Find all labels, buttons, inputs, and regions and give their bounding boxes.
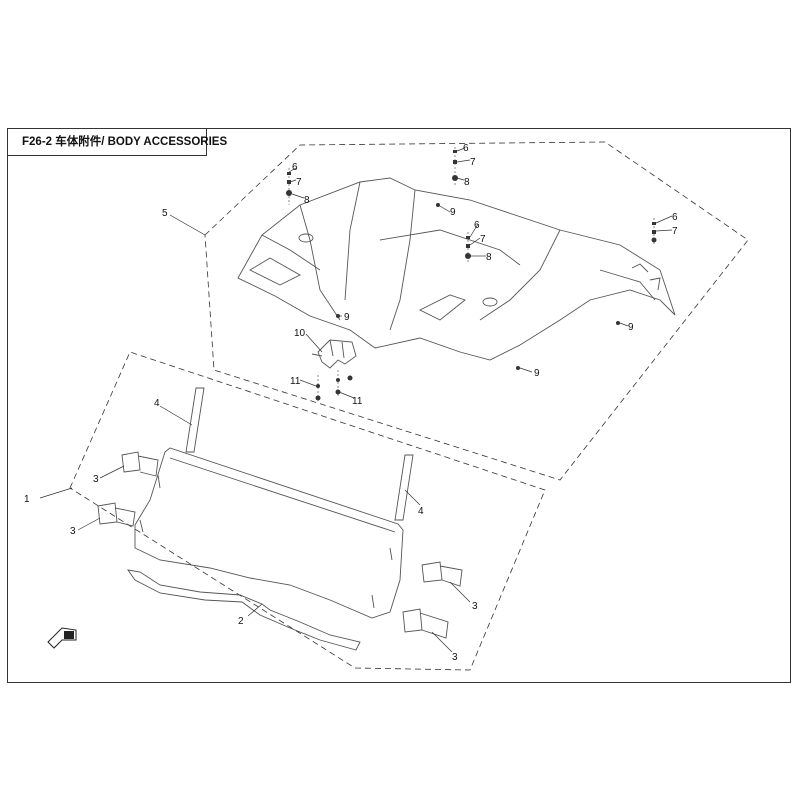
windshield-clamps <box>97 451 463 639</box>
lower-seal-strip <box>127 569 361 651</box>
callout-6-d: 6 <box>672 212 678 223</box>
front-direction-icon <box>47 627 77 649</box>
callout-8-b: 8 <box>464 177 470 188</box>
callout-7-b: 7 <box>470 157 476 168</box>
callout-9-a: 9 <box>450 207 456 218</box>
fastener-axis-lines <box>288 147 655 402</box>
diagram-title: F26-2 车体附件/ BODY ACCESSORIES <box>7 128 227 156</box>
callout-3-lower-left: 3 <box>70 526 76 537</box>
callout-3-upper-right: 3 <box>472 601 478 612</box>
roof-panel <box>237 177 676 361</box>
drawing-frame <box>7 128 791 683</box>
callout-7-c: 7 <box>480 234 486 245</box>
callout-11-right: 11 <box>352 396 363 407</box>
callout-10: 10 <box>294 328 306 339</box>
callout-8-a: 8 <box>304 195 310 206</box>
group-outline-roof <box>204 141 749 481</box>
callout-7-d: 7 <box>672 226 678 237</box>
callout-7-a: 7 <box>296 177 302 188</box>
callout-labels: 1 2 3 3 3 3 4 4 5 6 6 6 6 7 7 7 7 8 8 8 … <box>24 143 678 663</box>
callout-4-left: 4 <box>154 398 160 409</box>
fastener-markers <box>286 150 657 401</box>
callout-9-c: 9 <box>534 368 540 379</box>
leader-lines <box>39 147 673 653</box>
callout-6-a: 6 <box>292 162 298 173</box>
mounting-bracket <box>311 339 357 369</box>
callout-11-left: 11 <box>290 376 301 387</box>
callout-9-d: 9 <box>628 322 634 333</box>
callout-6-b: 6 <box>463 143 469 154</box>
callout-3-lower-right: 3 <box>452 652 458 663</box>
callout-9-b: 9 <box>344 312 350 323</box>
callout-3-upper-left: 3 <box>93 474 99 485</box>
callout-6-c: 6 <box>474 220 480 231</box>
group-outline-windshield <box>69 351 546 671</box>
callout-8-c: 8 <box>486 252 492 263</box>
callout-1: 1 <box>24 494 30 505</box>
windshield-panel <box>134 447 404 619</box>
callout-5: 5 <box>162 208 168 219</box>
side-seal-strips <box>185 387 414 521</box>
callout-2: 2 <box>238 616 244 627</box>
callout-4-right: 4 <box>418 506 424 517</box>
